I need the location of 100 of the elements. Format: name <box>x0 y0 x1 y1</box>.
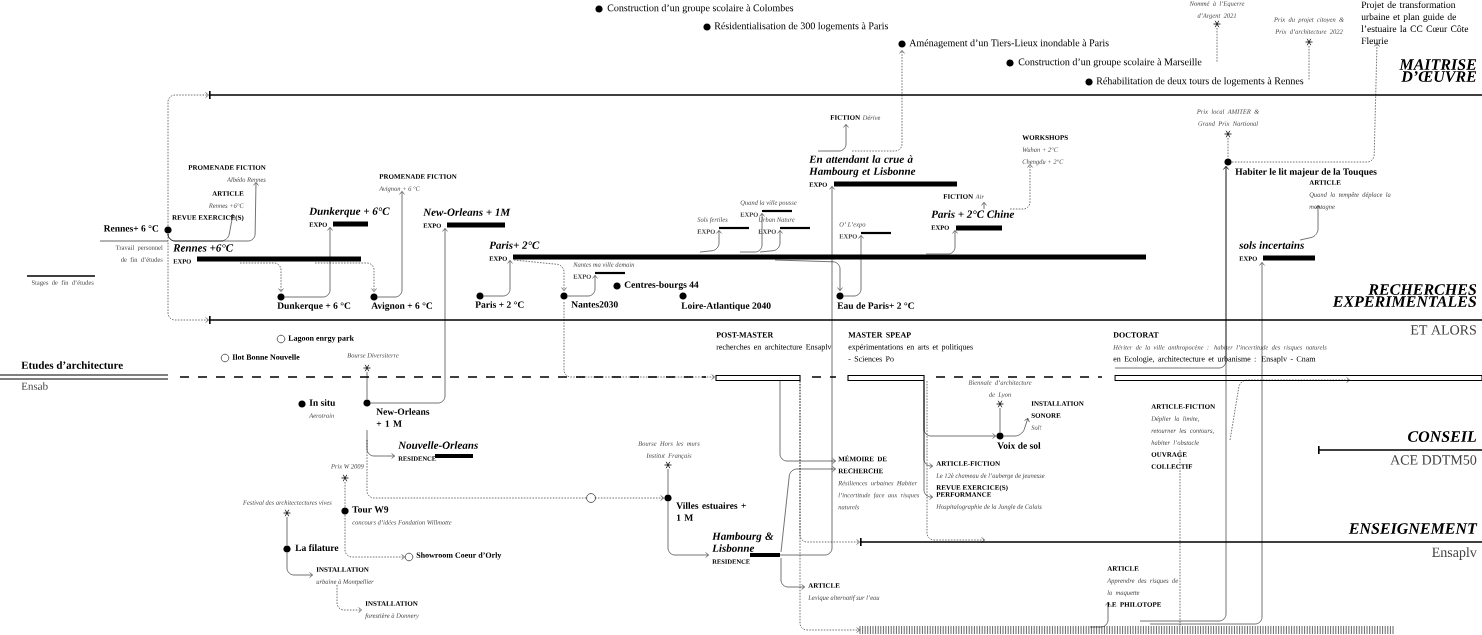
node-label: Paris+ 2°C <box>489 241 540 249</box>
arrow <box>925 230 958 255</box>
node-label: Hambourg & Lisbonne <box>712 532 774 552</box>
node-label: Avignon + 6 °C <box>371 302 433 311</box>
arrow <box>1003 418 1030 437</box>
arrow <box>1229 377 1350 441</box>
connector-line <box>366 371 368 400</box>
arrow <box>284 227 333 298</box>
arrow <box>843 235 864 297</box>
project-item: Construction d’un groupe scolaire à Colombes <box>595 4 794 14</box>
arrow <box>567 275 598 297</box>
section-heading: Etudes d’architecture <box>21 361 123 369</box>
node-label: Paris + 2°C Chine <box>931 210 1015 218</box>
node-label: In situ <box>309 399 336 406</box>
event-ring: Showroom Coeur d’Orly <box>404 552 502 562</box>
node-label: En attendant la crue à Hambourg et Lisbonne <box>809 155 916 178</box>
section-subtitle: ACE DDTM50 <box>1390 455 1477 465</box>
arrow <box>923 380 933 500</box>
event-ring: Ilot Bonne Nouvelle <box>220 353 300 363</box>
node-label: Showroom Coeur d’Orly <box>416 552 502 560</box>
arrow <box>1299 205 1321 241</box>
node-label: en Ecologie, architectecture et urbanisme : Ensaplv - Cnam <box>1113 355 1316 364</box>
arrow <box>817 124 849 152</box>
project-item: Résidentialisation de 300 logements à Paris <box>703 22 888 32</box>
connector-line <box>999 407 1001 433</box>
arrow <box>377 191 405 298</box>
connector-line <box>286 516 288 546</box>
arrow <box>594 495 664 501</box>
project-text: Projet de transformation urbaine et plan guide de l’estuaire la CC Cœur Côte Fleurie <box>1361 1 1469 44</box>
node-label: Habiter le lit majeur de la Touques <box>1235 168 1377 177</box>
arrow <box>167 182 259 242</box>
node-label: DOCTORAT <box>1113 332 1159 338</box>
node-label: New-Orleans + 1M <box>423 208 511 216</box>
arrow <box>1114 166 1229 369</box>
node-label: Rennes+ 6 °C <box>103 225 159 232</box>
arrow <box>699 230 722 253</box>
arrow <box>1231 43 1380 163</box>
node-label: POST-MASTER <box>716 332 774 338</box>
arrow <box>239 262 284 292</box>
node-label: New-Orleans + 1 M <box>376 408 430 427</box>
arrow <box>167 233 209 323</box>
connector-line <box>1227 137 1229 159</box>
arrow <box>336 584 362 613</box>
arrow <box>774 259 843 291</box>
project-item: Construction d’un groupe scolaire à Marseille <box>1006 58 1202 68</box>
connector-line <box>667 468 669 495</box>
arrow <box>370 228 448 404</box>
node-label: La filature <box>295 544 339 552</box>
connector-line <box>1216 27 1218 63</box>
track-line <box>0 374 169 380</box>
node-label: Voix de sol <box>997 442 1041 449</box>
node-label: Nantes2030 <box>571 301 618 308</box>
project-item: Aménagement d’un Tiers-Lieux inondable à Paris <box>898 39 1109 49</box>
arrow <box>563 301 715 380</box>
arrow <box>344 514 405 560</box>
node-label: Ilot Bonne Nouvelle <box>232 354 300 360</box>
arrow <box>1009 164 1033 210</box>
arrow <box>366 429 395 459</box>
node-label: Rennes +6°C <box>173 244 234 252</box>
event-ring: Lagoon enrgy park <box>276 334 354 344</box>
node-label: Loire-Atlantique 2040 <box>681 302 771 311</box>
section-heading: MAITRISE D’ŒUVRE <box>1399 59 1477 83</box>
arrow <box>981 202 987 210</box>
arrow <box>286 552 313 578</box>
connector-line <box>1179 449 1181 627</box>
arrow <box>1089 602 1111 628</box>
section-heading: CONSEIL <box>1408 431 1477 442</box>
section-subtitle: Ensab <box>21 382 48 390</box>
node-label: Tour W9 <box>352 506 389 513</box>
arrow <box>780 466 836 553</box>
section-heading: ENSEIGNEMENT <box>1348 523 1478 534</box>
node-label: Lagoon enrgy park <box>288 335 354 343</box>
arrow <box>926 380 985 543</box>
arrow <box>759 230 783 253</box>
node-label: Villes estuaires + 1 M <box>676 502 746 521</box>
node-label: Paris + 2 °C <box>475 301 524 308</box>
section-subtitle: ET ALORS <box>1410 325 1476 335</box>
node-label: MASTER SPEAP <box>848 332 911 338</box>
arrow <box>667 501 709 558</box>
degree-bar: POST-MASTER recherches en architecture Ensaplv <box>715 332 832 382</box>
arrow <box>779 186 835 556</box>
node-label: Nouvelle-Orleans <box>398 441 478 449</box>
section-subtitle: Ensaplv <box>1432 547 1477 560</box>
arrow <box>483 260 513 297</box>
node-label: Dunkerque + 6°C <box>309 207 390 218</box>
track-line <box>208 90 1482 100</box>
track-line <box>208 315 1482 325</box>
node-label: recherches en architecture Ensaplv <box>716 343 832 352</box>
connector-line <box>1308 45 1310 81</box>
arrow <box>314 262 377 292</box>
arrow <box>779 380 836 464</box>
arrow <box>739 213 765 253</box>
arrow <box>513 259 567 291</box>
arrow <box>780 557 805 590</box>
arrow <box>1149 262 1265 625</box>
section-heading: RECHERCHES EXPERIMENTALES <box>1332 284 1477 307</box>
hatched-bar <box>859 625 1394 635</box>
project-item: Réhabilitation de deux tours de logements à Rennes <box>1085 77 1304 87</box>
connector-line <box>344 481 346 508</box>
node-label: Eau de Paris+ 2 °C <box>837 302 914 309</box>
